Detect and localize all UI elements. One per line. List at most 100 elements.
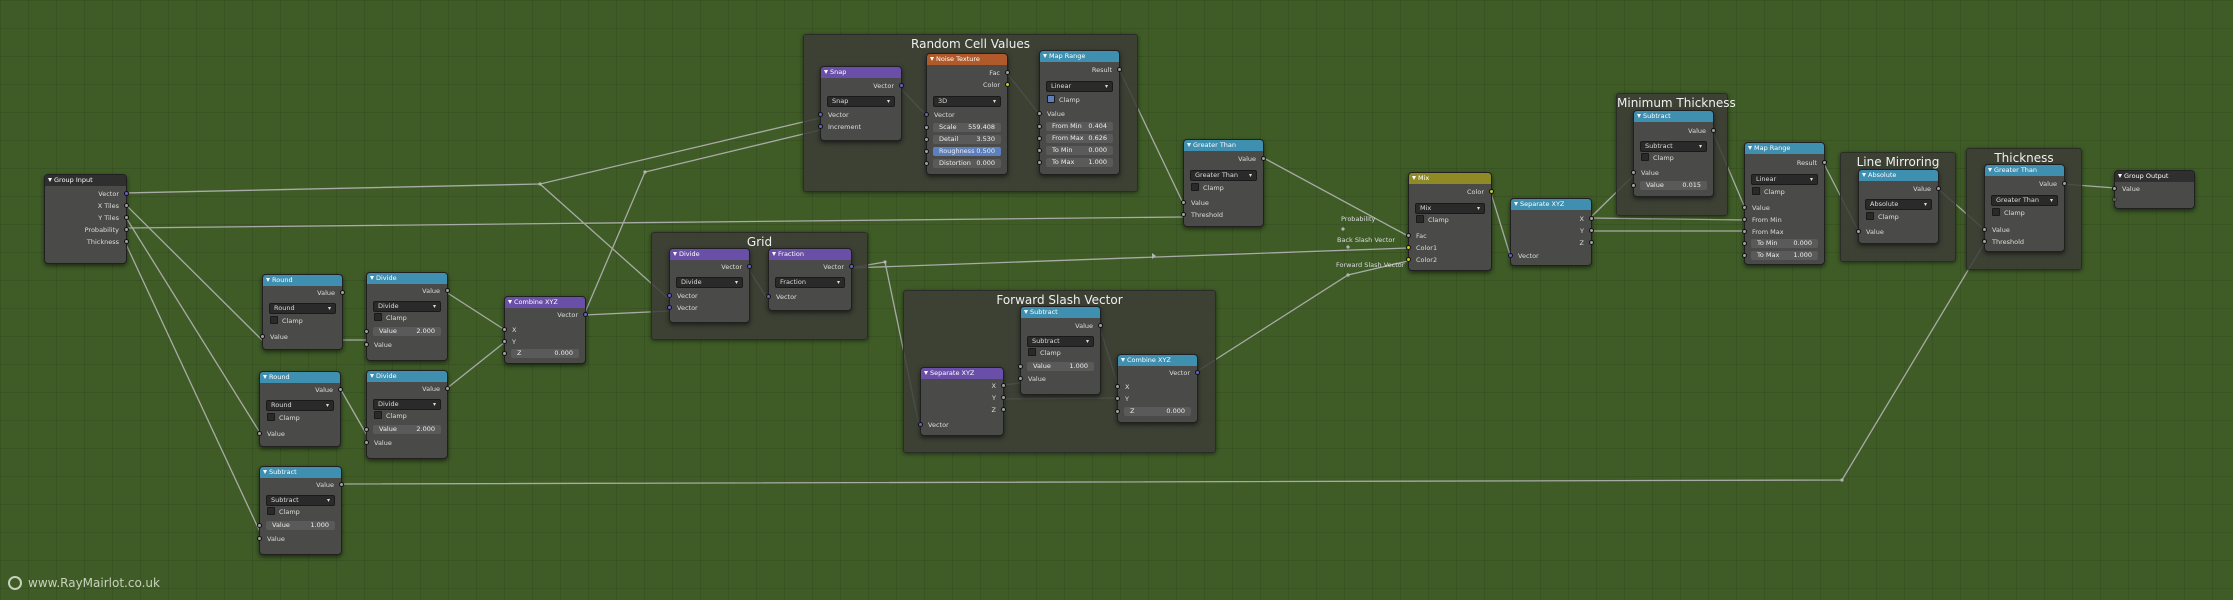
input-socket[interactable] <box>918 422 923 427</box>
node-header[interactable]: Greater Than <box>1985 165 2064 176</box>
input-socket[interactable] <box>1742 253 1747 258</box>
collapse-icon[interactable] <box>2118 174 2122 178</box>
output-socket[interactable] <box>1261 156 1266 161</box>
node-header[interactable]: Divide <box>367 273 447 284</box>
output-socket[interactable] <box>1098 323 1103 328</box>
node-group-output[interactable]: Group Output Value <box>2112 170 2195 209</box>
empty-input-socket[interactable] <box>2112 197 2117 202</box>
collapse-icon[interactable] <box>48 178 52 182</box>
node-absolute[interactable]: Absolute Value Absolute▾ Clamp Value <box>1856 169 1941 244</box>
collapse-icon[interactable] <box>1637 114 1641 118</box>
output-socket[interactable] <box>899 83 904 88</box>
output-socket[interactable] <box>1001 407 1006 412</box>
node-noise-texture[interactable]: Noise Texture Fac Color 3D▾ Vector Scale… <box>924 53 1010 175</box>
output-socket[interactable] <box>1117 67 1122 72</box>
input-socket[interactable] <box>1018 364 1023 369</box>
node-header[interactable]: Combine XYZ <box>1118 355 1197 366</box>
node-header[interactable]: Separate XYZ <box>921 368 1003 379</box>
output-socket[interactable] <box>1936 186 1941 191</box>
blend-mode-dropdown[interactable]: Mix▾ <box>1415 203 1485 214</box>
node-round[interactable]: Round Value Round▾ Clamp Value <box>257 371 343 447</box>
input-socket[interactable] <box>257 523 262 528</box>
output-socket[interactable] <box>1005 70 1010 75</box>
input-socket[interactable] <box>364 342 369 347</box>
input-socket[interactable] <box>818 124 823 129</box>
input-socket[interactable] <box>1406 233 1411 238</box>
output-socket[interactable] <box>124 191 129 196</box>
output-socket[interactable] <box>124 203 129 208</box>
node-greater-than[interactable]: Greater Than Value Greater Than▾ Clamp V… <box>1982 164 2067 252</box>
checkbox-icon[interactable] <box>1641 153 1649 161</box>
collapse-icon[interactable] <box>508 300 512 304</box>
node-header[interactable]: Round <box>263 275 342 286</box>
node-separate-xyz[interactable]: Separate XYZ X Y Z Vector <box>1508 198 1594 266</box>
input-socket[interactable] <box>667 293 672 298</box>
collapse-icon[interactable] <box>673 252 677 256</box>
input-socket[interactable] <box>1037 160 1042 165</box>
node-round[interactable]: Round Value Round▾ Clamp Value <box>260 274 345 350</box>
input-socket[interactable] <box>1742 229 1747 234</box>
operation-dropdown[interactable]: Fraction▾ <box>775 277 845 288</box>
operation-dropdown[interactable]: Subtract▾ <box>1027 336 1094 347</box>
output-socket[interactable] <box>747 264 752 269</box>
checkbox-icon[interactable] <box>1416 215 1424 223</box>
node-header[interactable]: Separate XYZ <box>1511 199 1591 210</box>
input-socket[interactable] <box>1856 229 1861 234</box>
input-socket[interactable] <box>1982 239 1987 244</box>
input-socket[interactable] <box>667 305 672 310</box>
node-header[interactable]: Combine XYZ <box>505 297 585 308</box>
collapse-icon[interactable] <box>824 70 828 74</box>
node-header[interactable]: Absolute <box>1859 170 1938 181</box>
operation-dropdown[interactable]: Round▾ <box>266 400 334 411</box>
input-socket[interactable] <box>1037 111 1042 116</box>
input-socket[interactable] <box>1037 148 1042 153</box>
output-socket[interactable] <box>583 312 588 317</box>
input-socket[interactable] <box>1115 396 1120 401</box>
checkbox-icon[interactable] <box>270 316 278 324</box>
collapse-icon[interactable] <box>1514 202 1518 206</box>
collapse-icon[interactable] <box>1988 168 1992 172</box>
input-socket[interactable] <box>364 440 369 445</box>
collapse-icon[interactable] <box>266 278 270 282</box>
node-separate-xyz[interactable]: Separate XYZ X Y Z Vector <box>918 367 1006 436</box>
input-socket[interactable] <box>818 112 823 117</box>
output-socket[interactable] <box>1001 395 1006 400</box>
node-subtract[interactable]: Subtract Value Subtract▾ Clamp Value Val… <box>1631 110 1716 197</box>
input-socket[interactable] <box>924 149 929 154</box>
collapse-icon[interactable] <box>1748 146 1752 150</box>
input-socket[interactable] <box>1631 183 1636 188</box>
operation-dropdown[interactable]: Divide▾ <box>676 277 743 288</box>
operation-dropdown[interactable]: Subtract▾ <box>1640 141 1707 152</box>
output-socket[interactable] <box>1822 160 1827 165</box>
input-socket[interactable] <box>1406 245 1411 250</box>
collapse-icon[interactable] <box>1412 176 1416 180</box>
collapse-icon[interactable] <box>1121 358 1125 362</box>
collapse-icon[interactable] <box>263 470 267 474</box>
checkbox-icon[interactable] <box>1191 183 1199 191</box>
clamp-checkbox[interactable]: Clamp <box>270 316 303 326</box>
input-socket[interactable] <box>257 536 262 541</box>
operation-dropdown[interactable]: Divide▾ <box>373 399 441 410</box>
node-vector-divide[interactable]: Divide Vector Divide▾ Vector Vector <box>667 248 752 323</box>
output-socket[interactable] <box>1005 82 1010 87</box>
output-socket[interactable] <box>2062 181 2067 186</box>
input-socket[interactable] <box>1742 241 1747 246</box>
clamp-checkbox[interactable]: Clamp <box>1992 208 2025 218</box>
node-header[interactable]: Fraction <box>769 249 851 260</box>
node-group-input[interactable]: Group Input Vector X Tiles Y Tiles Proba… <box>44 174 129 264</box>
input-socket[interactable] <box>1037 136 1042 141</box>
input-socket[interactable] <box>1631 170 1636 175</box>
clamp-checkbox[interactable]: Clamp <box>267 413 300 423</box>
input-socket[interactable] <box>1181 212 1186 217</box>
interpolation-dropdown[interactable]: Linear▾ <box>1751 174 1818 185</box>
node-map-range[interactable]: Map Range Result Linear▾ Clamp Value Fro… <box>1742 142 1827 265</box>
input-socket[interactable] <box>257 431 262 436</box>
input-socket[interactable] <box>502 327 507 332</box>
